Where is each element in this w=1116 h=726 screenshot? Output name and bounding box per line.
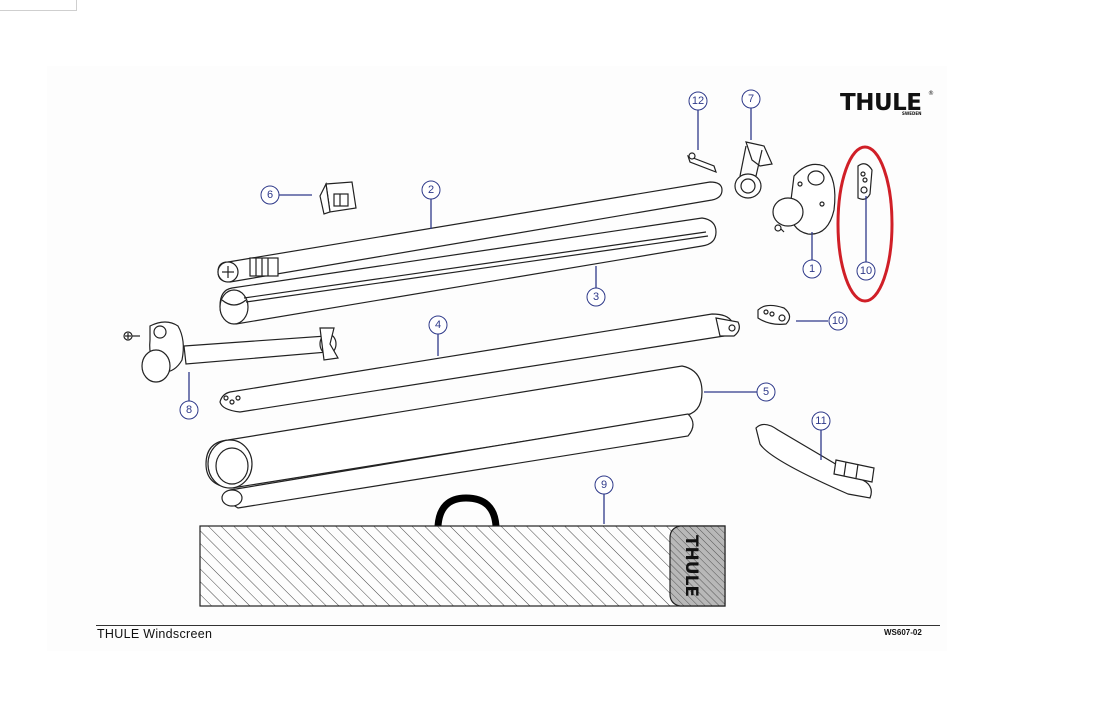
svg-text:9: 9: [601, 479, 607, 491]
callout-6: 6: [260, 185, 280, 205]
thule-logo: THULE: [840, 90, 922, 116]
part-8-end-bracket: [123, 321, 339, 383]
svg-text:2: 2: [428, 184, 434, 196]
callout-10-highlighted: 10: [856, 261, 876, 281]
leader-lines: [188, 108, 867, 524]
callout-11: 11: [811, 411, 831, 431]
part-7-bracket: [734, 141, 773, 199]
corner-box: [0, 0, 77, 11]
svg-text:7: 7: [748, 93, 754, 105]
part-10-plate-lower: [757, 304, 791, 325]
svg-text:10: 10: [860, 265, 872, 277]
svg-text:5: 5: [763, 386, 769, 398]
callout-1: 1: [802, 259, 822, 279]
part-11-strap: [755, 423, 875, 499]
svg-text:10: 10: [832, 315, 844, 327]
svg-text:4: 4: [435, 319, 441, 331]
callout-2: 2: [421, 180, 441, 200]
callout-9: 9: [594, 475, 614, 495]
callout-8: 8: [179, 400, 199, 420]
highlight-ellipse: [836, 145, 894, 303]
part-1-end-cap: [772, 163, 836, 235]
part-10-plate-top: [857, 163, 873, 200]
callout-3: 3: [586, 287, 606, 307]
drawing-code: WS607-02: [884, 628, 922, 637]
part-12-pin: [687, 152, 717, 174]
callout-4: 4: [428, 315, 448, 335]
part-6-clip: [319, 181, 357, 215]
callout-5: 5: [756, 382, 776, 402]
logo-subtext: SWEDEN: [902, 111, 922, 116]
case-brand-label: THULE: [681, 535, 701, 597]
footer-rule: [96, 625, 940, 626]
footer-title: THULE Windscreen: [97, 627, 213, 641]
part-3-tube: [219, 217, 717, 325]
callout-10-lower: 10: [828, 311, 848, 331]
svg-text:12: 12: [692, 95, 704, 107]
callout-7: 7: [741, 89, 761, 109]
part-2-tube: [217, 181, 723, 283]
part-9-storage-bag: [199, 494, 726, 607]
svg-text:6: 6: [267, 189, 273, 201]
svg-text:11: 11: [815, 415, 826, 427]
svg-text:3: 3: [593, 291, 599, 303]
part-5-large-tube: [205, 365, 703, 509]
registered-mark: ®: [928, 90, 934, 97]
svg-text:8: 8: [186, 404, 192, 416]
callout-12: 12: [688, 91, 708, 111]
part-4-tube: [219, 313, 740, 413]
svg-text:1: 1: [809, 263, 815, 275]
